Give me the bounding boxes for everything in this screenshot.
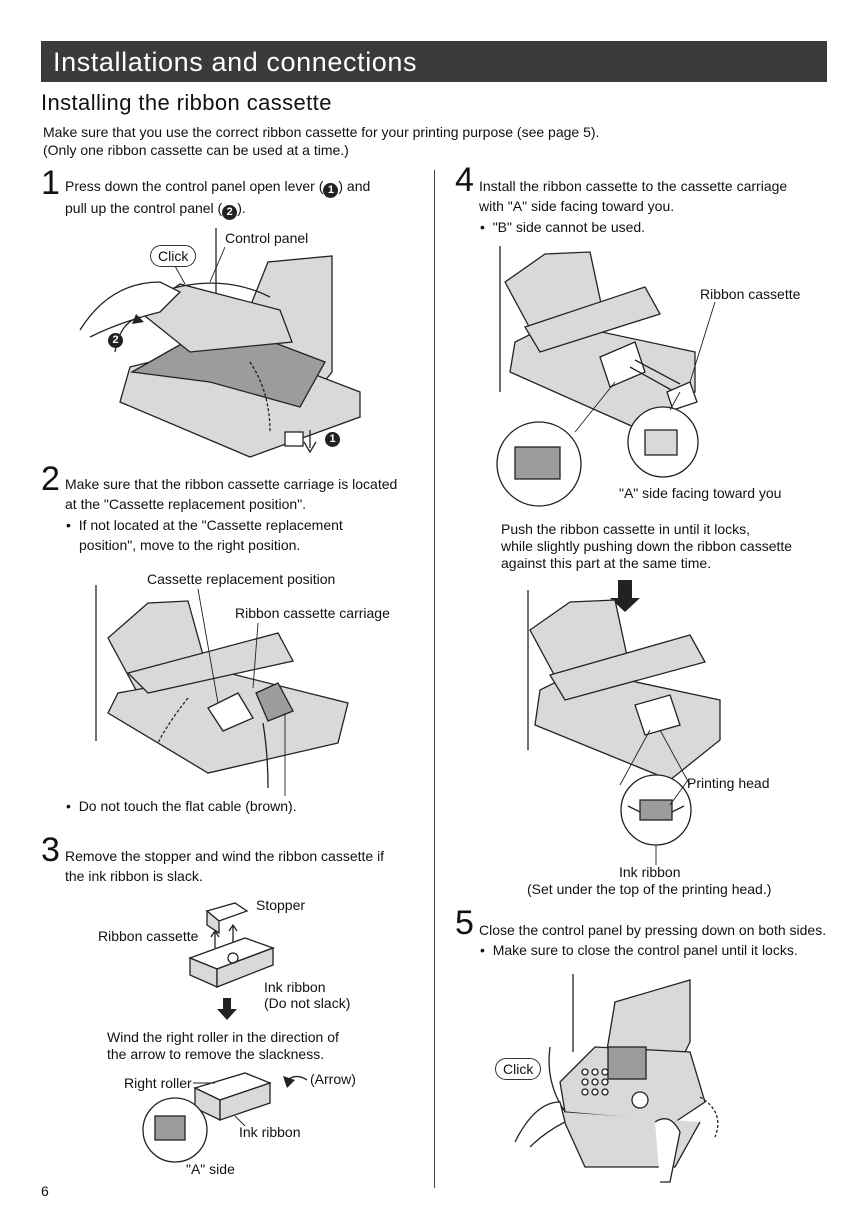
- step-1-line-1b: ) and: [338, 178, 371, 194]
- step-2-bullet-2: • Do not touch the flat cable (brown).: [66, 796, 297, 816]
- label-do-not-slack: (Do not slack): [264, 995, 351, 1011]
- fax-cassette-install-illustration: [496, 246, 716, 507]
- fig-badge-1-icon: 1: [325, 432, 340, 447]
- step-1-line-2: pull up the control panel (2).: [65, 198, 370, 220]
- push-line-1: Push the ribbon cassette in until it loc…: [501, 521, 751, 537]
- step-1-text: Press down the control panel open lever …: [65, 176, 370, 220]
- label-set-under: (Set under the top of the printing head.…: [527, 881, 772, 897]
- fig-badge-2-icon: 2: [108, 333, 123, 348]
- step-2-bullet-1: • If not located at the "Cassette replac…: [66, 515, 343, 555]
- label-right-roller: Right roller: [124, 1075, 192, 1091]
- label-printing-head: Printing head: [687, 775, 770, 791]
- bullet-dot: •: [66, 798, 79, 814]
- label-a-side: "A" side: [186, 1161, 235, 1177]
- step-2-line-1: Make sure that the ribbon cassette carri…: [65, 476, 398, 492]
- step-5-bullet-1-text: Make sure to close the control panel unt…: [492, 942, 798, 958]
- step-4-line-2: with "A" side facing toward you.: [479, 198, 675, 214]
- column-divider: [434, 170, 435, 1188]
- label-ink-ribbon-s3b: Ink ribbon: [239, 1124, 301, 1140]
- step-1-line-1a: Press down the control panel open lever …: [65, 178, 324, 194]
- label-ink-ribbon-s3: Ink ribbon: [264, 979, 326, 995]
- step-3-line-1: Remove the stopper and wind the ribbon c…: [65, 848, 385, 864]
- intro-text: Make sure that you use the correct ribbo…: [43, 123, 599, 159]
- label-ribbon-cassette-s4: Ribbon cassette: [700, 286, 801, 302]
- step-1-number: 1: [41, 164, 60, 202]
- click-bubble-5: Click: [495, 1058, 542, 1080]
- bullet-dot: •: [66, 517, 79, 533]
- label-a-side-facing: "A" side facing toward you: [619, 485, 782, 501]
- step-3-number: 3: [41, 831, 60, 869]
- label-cassette-replacement-position: Cassette replacement position: [147, 571, 336, 587]
- label-ribbon-cassette-s3: Ribbon cassette: [98, 928, 199, 944]
- wind-line-2: the arrow to remove the slackness.: [107, 1046, 325, 1062]
- bullet-dot: •: [480, 942, 493, 958]
- ribbon-cassette-stopper-illustration: [188, 902, 275, 1020]
- step-2-bullet-1-line-2: position", move to the right position.: [79, 537, 301, 553]
- step-2-bullet-2-text: Do not touch the flat cable (brown).: [78, 798, 297, 814]
- step-5-line-1: Close the control panel by pressing down…: [479, 922, 827, 938]
- step-4-bullet-1: • "B" side cannot be used.: [480, 217, 645, 237]
- step-2-text: Make sure that the ribbon cassette carri…: [65, 474, 397, 514]
- banner-title: Installations and connections: [53, 47, 418, 77]
- step-5-bullet-1: • Make sure to close the control panel u…: [480, 940, 798, 960]
- header-banner: Installations and connections: [41, 41, 827, 82]
- step-5-number: 5: [455, 904, 474, 942]
- step-3-text: Remove the stopper and wind the ribbon c…: [65, 846, 384, 886]
- step-2-bullet-1-line-1: If not located at the "Cassette replacem…: [78, 517, 343, 533]
- step-4-line-1: Install the ribbon cassette to the casse…: [479, 178, 788, 194]
- fax-control-panel-open-illustration: [79, 228, 361, 458]
- badge-1-icon: 1: [323, 183, 339, 198]
- page-number: 6: [41, 1183, 49, 1199]
- push-line-3: against this part at the same time.: [501, 555, 712, 571]
- step-2-line-2: at the "Cassette replacement position".: [65, 496, 307, 512]
- section-title: Installing the ribbon cassette: [41, 90, 332, 115]
- step-1-line-1: Press down the control panel open lever …: [65, 176, 370, 198]
- step-2-number: 2: [41, 460, 60, 498]
- fax-printing-head-illustration: [527, 580, 721, 865]
- intro-line-2: (Only one ribbon cassette can be used at…: [43, 142, 349, 158]
- step-3-line-2: the ink ribbon is slack.: [65, 868, 203, 884]
- click-bubble-1: Click: [150, 245, 197, 267]
- fax-carriage-position-illustration: [95, 585, 349, 796]
- label-ink-ribbon-s4: Ink ribbon: [619, 864, 681, 880]
- badge-2-icon: 2: [222, 205, 238, 220]
- step-4-number: 4: [455, 161, 474, 199]
- push-line-2: while slightly pushing down the ribbon c…: [501, 538, 793, 554]
- step-1-line-2b: ).: [237, 200, 246, 216]
- step-1-line-2a: pull up the control panel (: [65, 200, 223, 216]
- step-4-text: Install the ribbon cassette to the casse…: [479, 176, 787, 216]
- fax-close-panel-illustration: [514, 974, 719, 1183]
- label-control-panel: Control panel: [225, 230, 309, 246]
- intro-line-1: Make sure that you use the correct ribbo…: [43, 124, 600, 140]
- step-4-bullet-1-text: "B" side cannot be used.: [492, 219, 646, 235]
- right-roller-illustration: [142, 1072, 308, 1163]
- wind-line-1: Wind the right roller in the direction o…: [107, 1029, 339, 1045]
- label-stopper: Stopper: [256, 897, 306, 913]
- label-arrow: (Arrow): [310, 1071, 356, 1087]
- step-5-text: Close the control panel by pressing down…: [479, 920, 826, 940]
- label-ribbon-cassette-carriage: Ribbon cassette carriage: [235, 605, 390, 621]
- bullet-dot: •: [480, 219, 493, 235]
